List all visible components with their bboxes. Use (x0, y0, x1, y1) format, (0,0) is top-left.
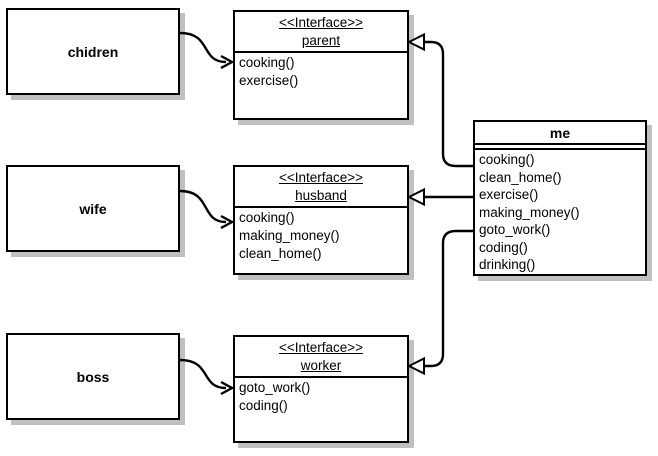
actor-box-boss: boss (6, 333, 180, 420)
actor-box-wife: wife (6, 165, 180, 252)
actor-label-wife: wife (79, 200, 107, 217)
connector-wife-husband (179, 189, 227, 224)
method-label: cooking() (239, 55, 295, 70)
class-name-me: me (475, 122, 645, 145)
method-label: making_money() (239, 228, 340, 243)
method-list-parent: cooking() exercise() (235, 53, 407, 90)
triangle-arrowhead-husband (406, 187, 425, 207)
method-label: drinking() (479, 257, 536, 272)
class-box-me: me cooking() clean_home() exercise() making… (473, 120, 647, 276)
method-label: goto_work() (239, 380, 311, 395)
interface-box-parent: <<Interface>> parent cooking() exercise() (233, 10, 409, 120)
actor-label-chidren: chidren (67, 43, 119, 60)
method-list-worker: goto_work() coding() (235, 378, 407, 415)
triangle-arrowhead-worker (406, 356, 425, 376)
stereotype-label: <<Interface>> (278, 340, 364, 355)
interface-header-parent: <<Interface>> parent (235, 12, 407, 53)
vee-arrowhead-husband (220, 214, 235, 230)
connector-me-worker (424, 229, 473, 368)
method-list-husband: cooking() making_money() clean_home() (235, 208, 407, 263)
actor-label-boss: boss (76, 368, 110, 385)
method-label: coding() (239, 398, 288, 413)
connector-chidren-parent (179, 31, 227, 64)
connector-me-parent (424, 40, 473, 168)
vee-arrowhead-parent (220, 54, 235, 70)
triangle-arrowhead-parent (406, 32, 425, 52)
method-label: exercise() (479, 187, 539, 202)
method-label: clean_home() (479, 169, 562, 185)
method-label: coding() (479, 239, 528, 255)
method-label: goto_work() (479, 222, 551, 237)
method-list-me: cooking() clean_home() exercise() making_mo… (475, 150, 645, 274)
vee-arrowhead-worker (220, 380, 235, 396)
stereotype-label: <<Interface>> (278, 15, 364, 30)
actor-box-chidren: chidren (6, 8, 180, 95)
interface-box-worker: <<Interface>> worker goto_work() coding() (233, 335, 409, 443)
interface-box-husband: <<Interface>> husband cooking() making_mo… (233, 165, 409, 275)
method-label: clean_home() (239, 246, 322, 261)
interface-header-worker: <<Interface>> worker (235, 337, 407, 378)
method-label: exercise() (239, 73, 299, 88)
interface-header-husband: <<Interface>> husband (235, 167, 407, 208)
connector-boss-worker (179, 358, 227, 390)
method-label: cooking() (239, 210, 295, 225)
interface-name-husband: husband (295, 188, 347, 203)
interface-name-parent: parent (301, 33, 341, 48)
stereotype-label: <<Interface>> (278, 170, 364, 185)
method-label: making_money() (479, 204, 580, 220)
method-label: cooking() (479, 152, 535, 167)
interface-name-worker: worker (300, 358, 342, 373)
class-attributes-compartment (475, 145, 645, 150)
